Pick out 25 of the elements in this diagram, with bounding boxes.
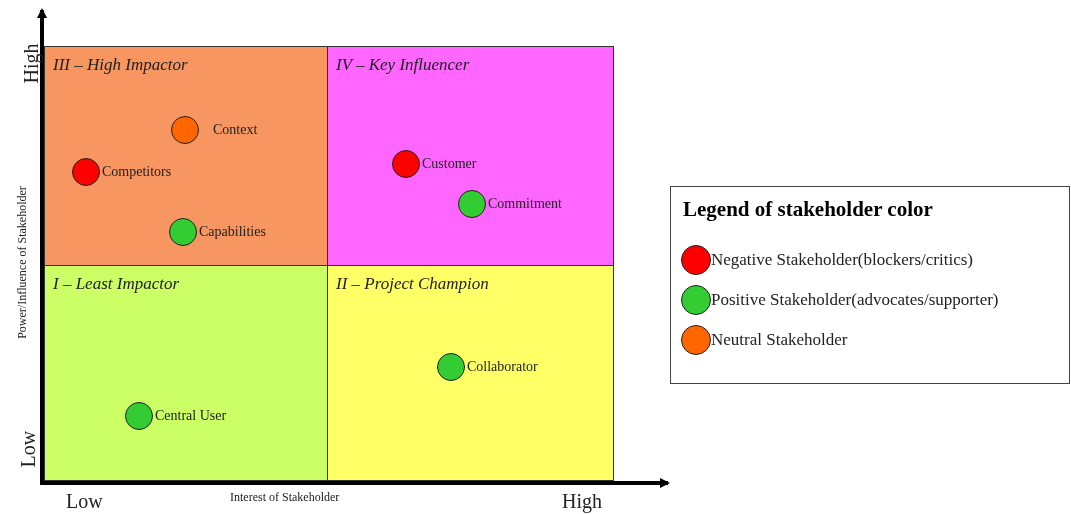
stakeholder-label: Central User <box>155 408 227 424</box>
stakeholder-label: Capabilities <box>199 224 266 240</box>
quadrant-title: I – Least Impactor <box>53 274 180 294</box>
quadrant-panel <box>327 265 614 481</box>
quadrant-title: III – High Impactor <box>53 55 188 75</box>
axis-end-label: High <box>19 42 43 86</box>
axis-title: Power/Influence of Stakeholder <box>14 185 30 341</box>
quadrant-panel <box>44 46 328 266</box>
quadrant-panel <box>44 265 328 481</box>
stakeholder-label: Collaborator <box>467 359 538 375</box>
axis-end-label: Low <box>16 431 40 468</box>
quadrant-panel <box>327 46 614 266</box>
stakeholder-label: Context <box>213 122 258 138</box>
quadrant-title: II – Project Champion <box>336 274 489 294</box>
stakeholder-label: Customer <box>422 156 477 172</box>
legend-text: Negative Stakeholder(blockers/critics) <box>711 250 973 270</box>
axis-end-label: Low <box>66 490 103 513</box>
quadrant-title: IV – Key Influencer <box>336 55 470 75</box>
axis-title: Interest of Stakeholder <box>230 490 340 505</box>
legend-title: Legend of stakeholder color <box>683 197 933 222</box>
stakeholder-label: Competitors <box>102 164 172 180</box>
legend-text: Neutral Stakeholder <box>711 330 848 350</box>
axis-end-label: High <box>562 490 602 513</box>
stakeholder-label: Commitment <box>488 196 562 212</box>
legend-text: Positive Stakeholder(advocates/supporter) <box>711 290 999 310</box>
